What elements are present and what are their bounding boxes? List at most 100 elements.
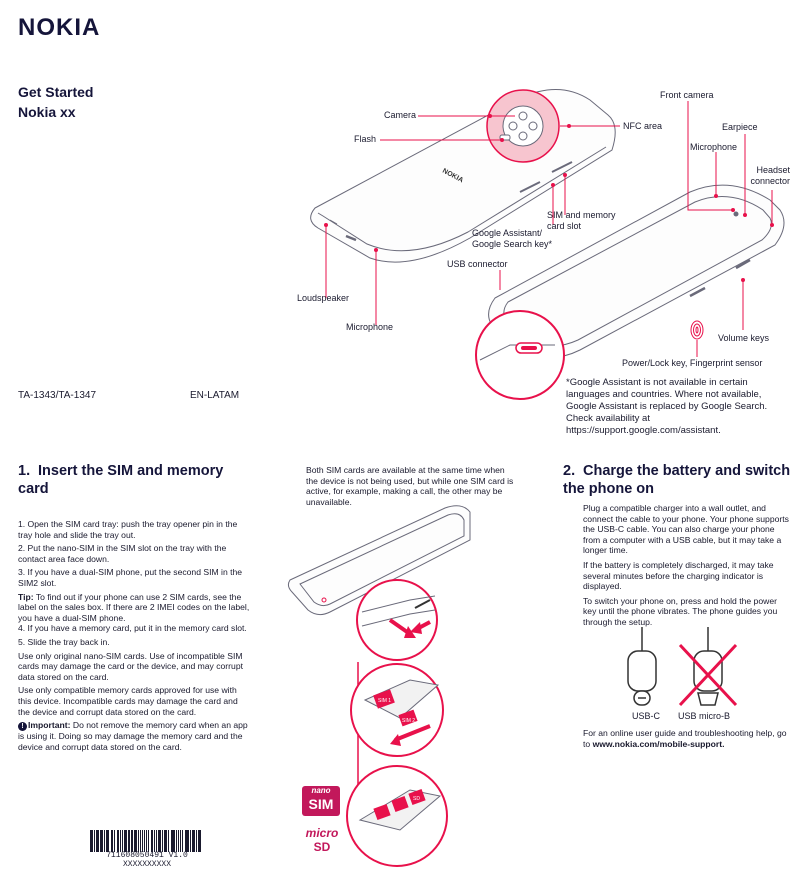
barcode-bar bbox=[116, 830, 120, 852]
usb-cables-illustration bbox=[627, 627, 738, 707]
tip-text: To find out if your phone can use 2 SIM … bbox=[18, 591, 250, 623]
barcode-bar bbox=[119, 830, 121, 852]
barcode-bar bbox=[178, 830, 180, 852]
barcode-bar bbox=[155, 830, 157, 852]
sim-insertion-illustration: SIM 1 SIM 2 SD bbox=[287, 505, 471, 867]
barcode-bar bbox=[131, 830, 132, 852]
dual-sim-note: Both SIM cards are available at the same… bbox=[306, 465, 514, 507]
headset-line-2: connector bbox=[750, 176, 790, 186]
barcode-bar bbox=[182, 830, 184, 852]
label-volume-keys: Volume keys bbox=[718, 333, 770, 343]
tray-sim1-text: SIM 1 bbox=[378, 698, 391, 704]
usb-micro-label: USB micro-B bbox=[678, 711, 731, 721]
barcode-bar bbox=[160, 830, 161, 852]
assistant-line-2: Google Search key* bbox=[472, 239, 553, 249]
important-text: Do not remove the memory card when an ap… bbox=[18, 720, 248, 752]
section1-number: 1. bbox=[18, 463, 31, 479]
barcode-bar bbox=[173, 830, 176, 852]
barcode-bar bbox=[134, 830, 137, 852]
important-label: Important: bbox=[28, 720, 71, 731]
barcode-bar bbox=[110, 830, 112, 852]
barcode-bar bbox=[123, 830, 125, 852]
section2-number: 2. bbox=[563, 463, 576, 479]
support-text: For an online user guide and troubleshoo… bbox=[583, 728, 787, 749]
barcode-bar bbox=[107, 830, 110, 852]
barcode-bar bbox=[198, 830, 200, 852]
label-loudspeaker: Loudspeaker bbox=[297, 293, 350, 303]
barcode-bar bbox=[90, 830, 92, 852]
barcode-bar bbox=[92, 830, 93, 852]
camera-module bbox=[486, 89, 560, 163]
barcode-bar bbox=[142, 830, 143, 852]
barcode-bar bbox=[100, 830, 103, 852]
title-line-1: Get Started bbox=[18, 84, 94, 100]
barcode-bar bbox=[166, 830, 168, 852]
fingerprint-icon bbox=[690, 320, 704, 340]
barcode-bar bbox=[132, 830, 134, 852]
section2-body: Plug a compatible charger into a wall ou… bbox=[583, 503, 791, 632]
barcode-bar bbox=[138, 830, 140, 852]
barcode-bar bbox=[170, 830, 173, 852]
support-paragraph: For an online user guide and troubleshoo… bbox=[583, 728, 793, 749]
barcode-bar bbox=[153, 830, 155, 852]
step-3: 3. If you have a dual-SIM phone, put the… bbox=[18, 567, 243, 588]
label-earpiece: Earpiece bbox=[722, 122, 758, 132]
barcode-bar bbox=[98, 830, 100, 852]
tray-sim2-text: SIM 2 bbox=[402, 718, 415, 724]
label-flash: Flash bbox=[353, 134, 376, 144]
section1-heading: 1.Insert the SIM and memory card bbox=[18, 462, 248, 498]
barcode-bar bbox=[139, 830, 142, 852]
phone-illustration: NOKIA bbox=[310, 89, 785, 400]
warning-memory: Use only compatible memory cards approve… bbox=[18, 685, 238, 717]
section2-title: Charge the battery and switch the phone … bbox=[563, 463, 791, 497]
label-front-camera: Front camera bbox=[660, 90, 714, 100]
model-codes: TA-1343/TA-1347 bbox=[18, 390, 97, 401]
barcode-bar bbox=[127, 830, 130, 852]
label-camera: Camera bbox=[383, 110, 416, 120]
label-power-key: Power/Lock key, Fingerprint sensor bbox=[622, 358, 763, 368]
barcode-bar bbox=[168, 830, 169, 852]
sd-label: SD bbox=[313, 840, 331, 854]
sim-slot-line-1: SIM and memory bbox=[547, 210, 616, 220]
barcode-bar bbox=[125, 830, 127, 852]
nano-sim-badge: nano SIM bbox=[302, 786, 340, 816]
cross-icon bbox=[678, 643, 738, 707]
label-microphone-bottom: Microphone bbox=[346, 322, 394, 332]
important-paragraph: !Important: Do not remove the memory car… bbox=[18, 720, 250, 752]
barcode-bar bbox=[96, 830, 98, 852]
barcode-bar bbox=[147, 830, 150, 852]
barcode-bar bbox=[184, 830, 186, 852]
barcode-bar bbox=[191, 830, 194, 852]
callout-dots bbox=[324, 114, 774, 282]
label-assistant-key: Google Assistant/ Google Search key* bbox=[472, 228, 552, 250]
barcode-bar bbox=[195, 830, 197, 852]
micro-label: micro bbox=[305, 826, 339, 840]
tray-sd-text: SD bbox=[413, 796, 420, 802]
step-1: 1. Open the SIM card tray: push the tray… bbox=[18, 519, 238, 540]
barcode bbox=[90, 830, 202, 852]
barcode-bar bbox=[164, 830, 166, 852]
charge-paragraph: Plug a compatible charger into a wall ou… bbox=[583, 503, 789, 556]
barcode-code: 711608050491 V1.0 bbox=[106, 851, 188, 860]
label-sim-slot: SIM and memory card slot bbox=[547, 210, 616, 232]
usb-connector-zoom bbox=[475, 310, 565, 400]
barcode-bar bbox=[105, 830, 107, 852]
support-link[interactable]: www.nokia.com/mobile-support. bbox=[592, 738, 725, 749]
assistant-availability-note: *Google Assistant is not available in ce… bbox=[566, 377, 768, 436]
label-microphone-top: Microphone bbox=[690, 142, 738, 152]
title-line-2: Nokia xx bbox=[18, 104, 76, 120]
barcode-bar bbox=[200, 830, 202, 852]
callout-lines bbox=[325, 101, 773, 357]
barcode-bar bbox=[93, 830, 95, 852]
barcode-bar bbox=[179, 830, 182, 852]
barcode-bar bbox=[157, 830, 160, 852]
barcode-text: 711608050491 V1.0 XXXXXXXXXX bbox=[88, 851, 206, 869]
page-title: Get Started Nokia xx bbox=[18, 82, 93, 122]
usb-c-label: USB-C bbox=[632, 711, 661, 721]
warning-sim: Use only original nano-SIM cards. Use of… bbox=[18, 650, 243, 682]
barcode-bar bbox=[145, 830, 147, 852]
barcode-bar bbox=[104, 830, 106, 852]
barcode-bar bbox=[121, 830, 123, 852]
tip-paragraph: Tip: To find out if your phone can use 2… bbox=[18, 592, 250, 624]
assistant-line-1: Google Assistant/ bbox=[472, 228, 543, 238]
